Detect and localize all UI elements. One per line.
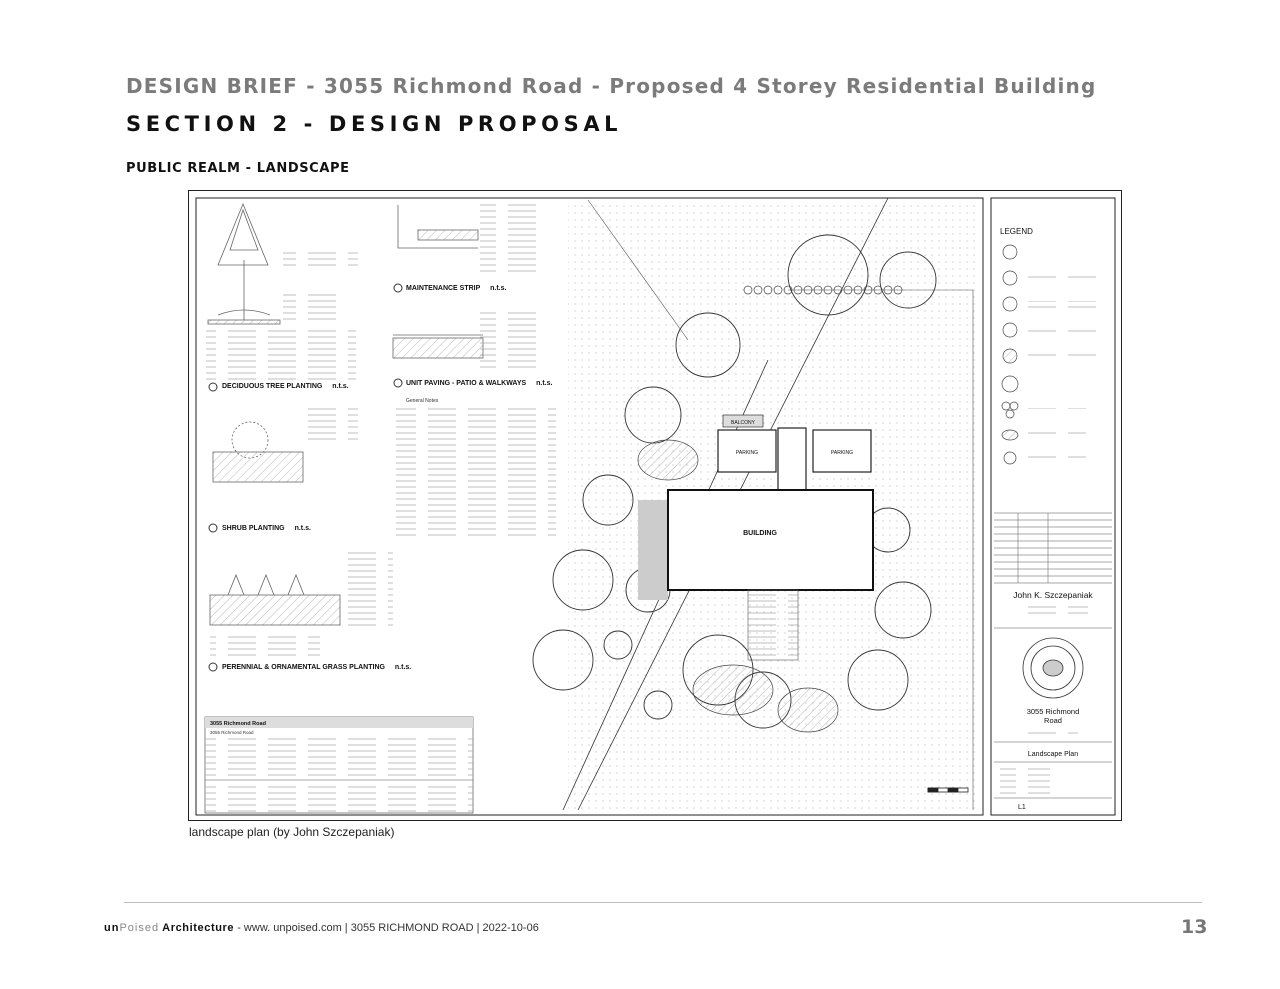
detail-title-shrub: SHRUB PLANTING <box>222 525 285 532</box>
detail-nts-2: n.t.s. <box>295 525 311 532</box>
svg-text:SHRUB PLANTING n.t.s.: SHRUB PLANTING n.t.s. <box>222 525 311 532</box>
document-header-brief: DESIGN BRIEF - 3055 Richmond Road - Prop… <box>126 74 1097 98</box>
label-parking-2: PARKING <box>831 450 853 456</box>
detail-title-maintenance: MAINTENANCE STRIP <box>406 285 481 292</box>
footer-divider <box>124 902 1202 903</box>
page-number: 13 <box>1181 916 1208 938</box>
label-parking-1: PARKING <box>736 450 758 456</box>
detail-title-perennial: PERENNIAL & ORNAMENTAL GRASS PLANTING <box>222 664 386 671</box>
designer-name: John K. Szczepaniak <box>1013 590 1093 600</box>
footer-details: - www. unpoised.com | 3055 RICHMOND ROAD… <box>234 922 539 934</box>
professional-seal-icon <box>1022 637 1084 699</box>
svg-text:UNIT PAVING - PATIO & WALKWAYS: UNIT PAVING - PATIO & WALKWAYS n.t.s. <box>406 380 553 387</box>
title-block: LEGEND <box>994 227 1112 811</box>
sheet-title: Landscape Plan <box>1028 751 1078 758</box>
project-name-line-1: 3055 Richmond <box>1027 707 1080 716</box>
svg-text:DECIDUOUS TREE PLANTING: DECIDUOUS TREE PLANTING n.t.s. <box>222 383 349 390</box>
brand-poised: Poised <box>119 922 160 934</box>
subsection-title: PUBLIC REALM - LANDSCAPE <box>126 161 350 176</box>
general-notes-title: General Notes <box>406 398 439 404</box>
landscape-plan-drawing: DECIDUOUS TREE PLANTING n.t.s. SHRUB PLA… <box>188 190 1122 821</box>
svg-text:MAINTENANCE STRIP n.t.s.: MAINTENANCE STRIP n.t.s. <box>406 285 506 292</box>
label-balcony: BALCONY <box>731 420 756 426</box>
detail-nts-3: n.t.s. <box>395 664 411 671</box>
brand-architecture: Architecture <box>162 922 235 934</box>
plant-list-title: 3055 Richmond Road <box>210 721 266 727</box>
svg-text:PERENNIAL & ORNAMENTAL GRASS P: PERENNIAL & ORNAMENTAL GRASS PLANTING n.… <box>222 664 411 671</box>
plant-list-subtitle: 3055 Richmond Road <box>210 730 254 735</box>
figure-caption: landscape plan (by John Szczepaniak) <box>189 825 395 839</box>
label-building: BUILDING <box>743 530 777 537</box>
plant-list-table: 3055 Richmond Road 3055 Richmond Road <box>204 716 474 814</box>
planting-details: DECIDUOUS TREE PLANTING n.t.s. SHRUB PLA… <box>204 202 556 814</box>
detail-nts-1: n.t.s. <box>332 383 348 390</box>
detail-title-deciduous: DECIDUOUS TREE PLANTING <box>222 383 323 390</box>
legend-title: LEGEND <box>1000 227 1033 236</box>
brand-un: un <box>104 922 120 934</box>
footer-text: unPoised Architecture - www. unpoised.co… <box>104 922 539 934</box>
section-title: SECTION 2 - DESIGN PROPOSAL <box>126 112 623 136</box>
site-plan: BALCONY PARKING PARKING BUILDING <box>532 197 978 811</box>
detail-title-unit-paving: UNIT PAVING - PATIO & WALKWAYS <box>406 380 527 387</box>
project-name-line-2: Road <box>1044 716 1062 725</box>
sheet-number: L1 <box>1018 804 1026 811</box>
detail-nts-5: n.t.s. <box>536 380 552 387</box>
detail-nts-4: n.t.s. <box>490 285 506 292</box>
